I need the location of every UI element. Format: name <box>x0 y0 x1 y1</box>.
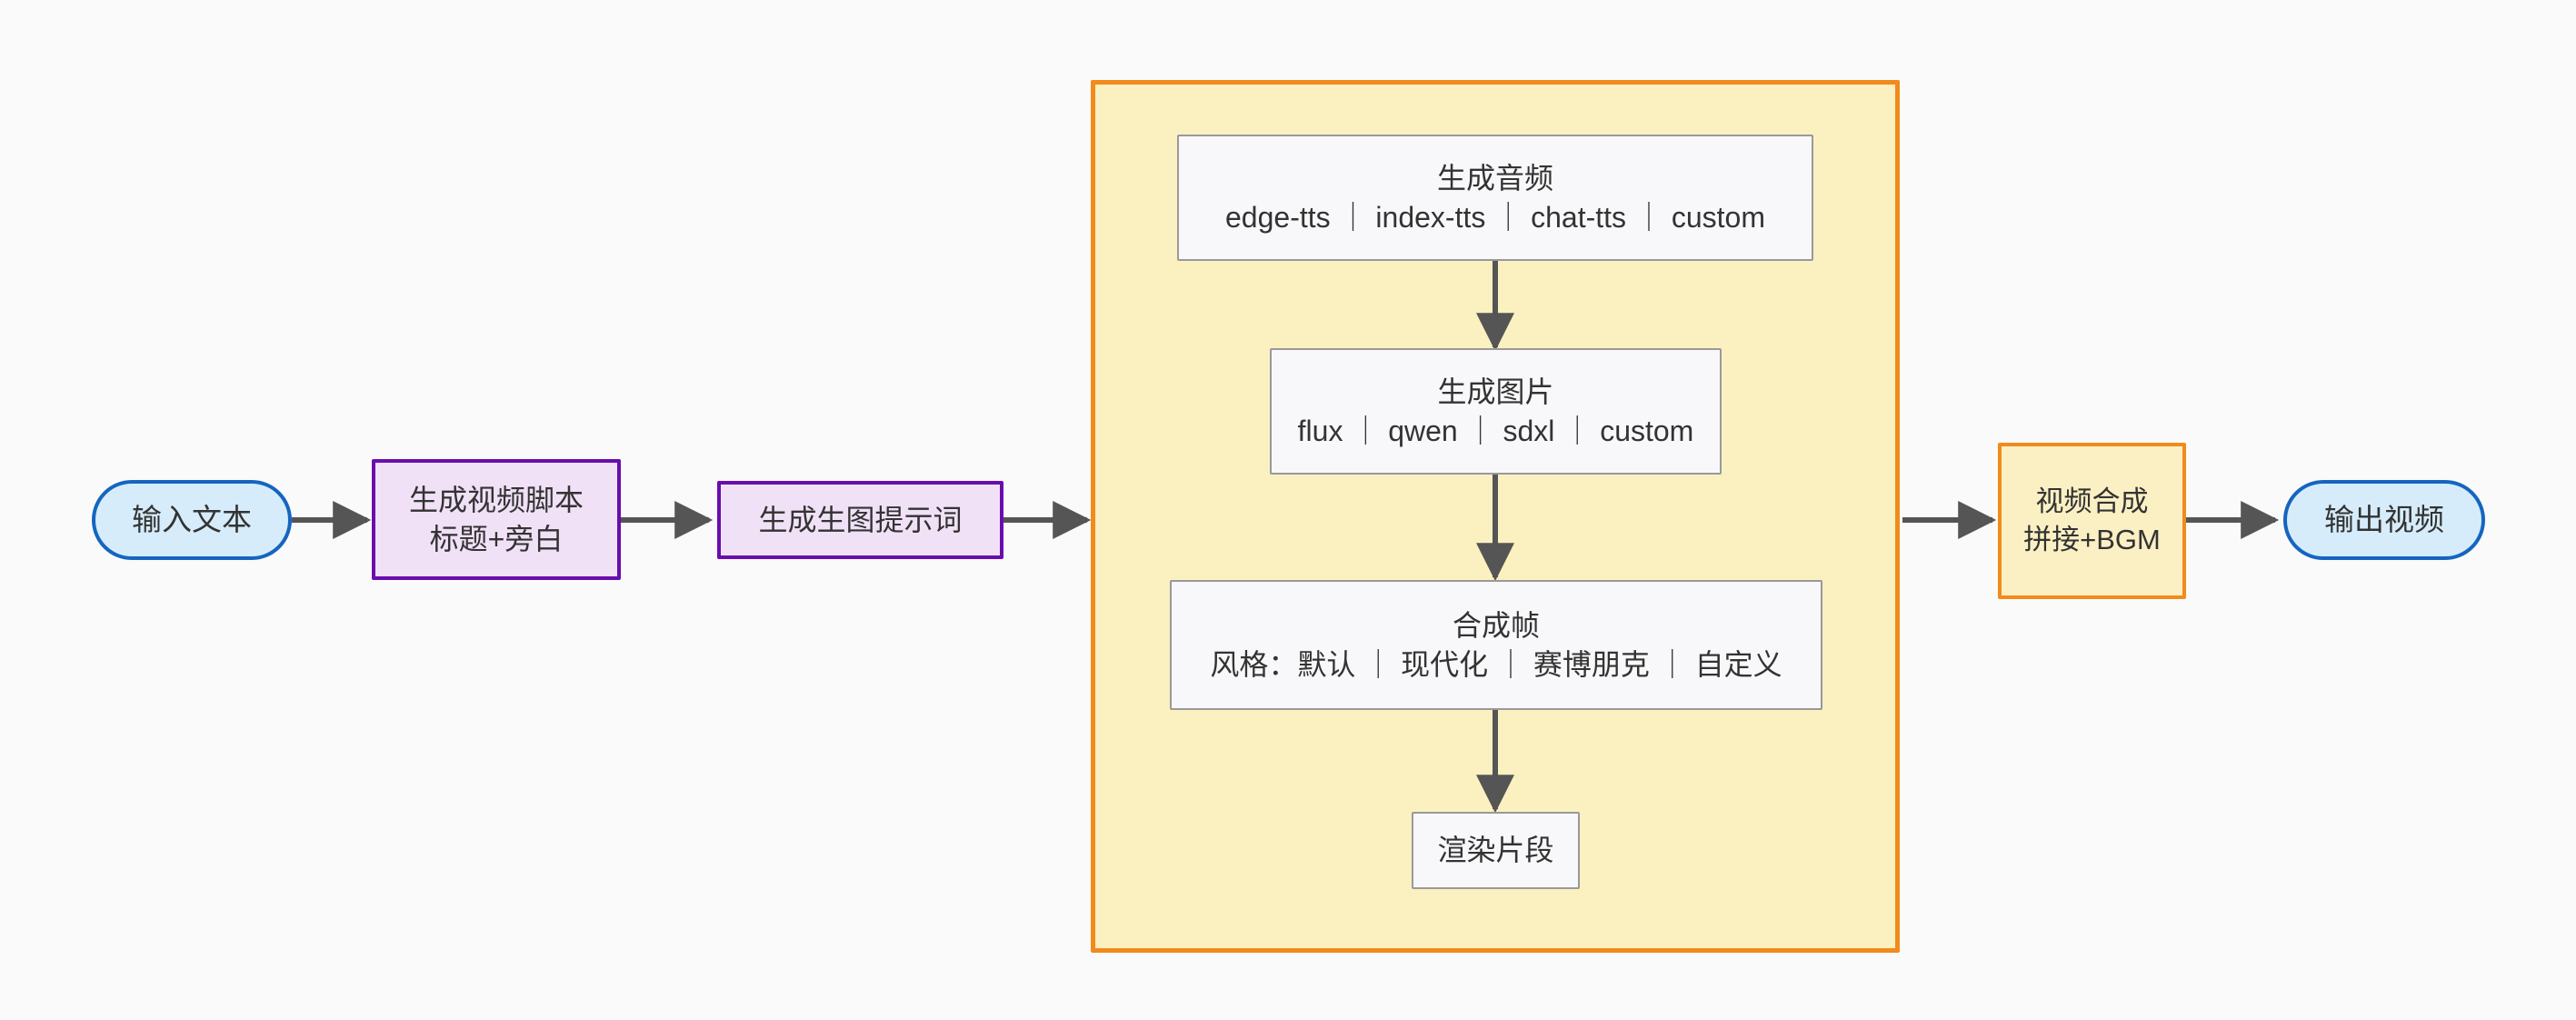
node-render-clip-label: 渲染片段 <box>1437 834 1554 867</box>
node-render-clip[interactable]: 渲染片段 <box>1412 812 1580 889</box>
node-input-text[interactable]: 输入文本 <box>92 480 292 560</box>
node-compose-frame-line1: 合成帧 <box>1452 608 1540 642</box>
node-generate-audio-line1: 生成音频 <box>1436 161 1553 195</box>
node-output-video[interactable]: 输出视频 <box>2283 480 2485 560</box>
node-generate-script-line1: 生成视频脚本 <box>408 483 584 516</box>
node-generate-audio-line2: edge-tts ｜ index-tts ｜ chat-tts ｜ custom <box>1225 200 1765 234</box>
node-generate-audio[interactable]: 生成音频 edge-tts ｜ index-tts ｜ chat-tts ｜ c… <box>1177 135 1813 261</box>
node-compose-frame-line2: 风格：默认 ｜ 现代化 ｜ 赛博朋克 ｜ 自定义 <box>1210 647 1782 681</box>
node-input-text-label: 输入文本 <box>132 502 252 536</box>
node-compose-frame[interactable]: 合成帧 风格：默认 ｜ 现代化 ｜ 赛博朋克 ｜ 自定义 <box>1170 580 1822 710</box>
node-generate-prompt-label: 生成生图提示词 <box>758 503 963 536</box>
node-generate-script-line2: 标题+旁白 <box>429 522 564 555</box>
node-generate-image-line2: flux ｜ qwen ｜ sdxl ｜ custom <box>1297 414 1694 447</box>
node-output-video-label: 输出视频 <box>2324 502 2444 536</box>
node-video-compose[interactable]: 视频合成 拼接+BGM <box>1998 443 2186 599</box>
node-video-compose-line2: 拼接+BGM <box>2023 524 2161 555</box>
node-generate-image-line1: 生成图片 <box>1437 375 1554 408</box>
node-generate-image[interactable]: 生成图片 flux ｜ qwen ｜ sdxl ｜ custom <box>1270 348 1722 475</box>
node-generate-prompt[interactable]: 生成生图提示词 <box>717 481 1003 559</box>
node-video-compose-line1: 视频合成 <box>2035 485 2149 518</box>
node-generate-script[interactable]: 生成视频脚本 标题+旁白 <box>372 459 621 580</box>
